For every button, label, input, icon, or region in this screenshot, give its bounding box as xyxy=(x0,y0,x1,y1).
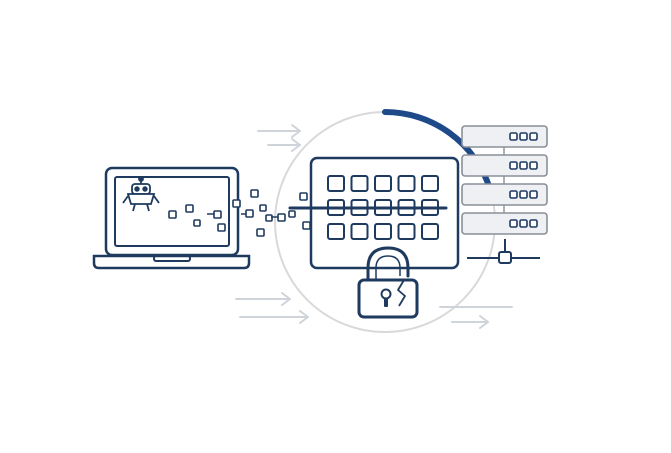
motion-arrow-icon xyxy=(257,124,301,152)
server-unit-body xyxy=(461,212,548,235)
server-led xyxy=(519,161,528,170)
server-led xyxy=(529,132,538,141)
data-packet xyxy=(213,210,222,219)
server-led xyxy=(529,190,538,199)
server-led xyxy=(519,132,528,141)
data-packet xyxy=(250,189,259,198)
ring-progress-arc xyxy=(272,109,498,335)
server-led xyxy=(509,132,518,141)
data-packet xyxy=(265,214,273,222)
data-packet xyxy=(302,221,311,230)
server-led xyxy=(509,219,518,228)
data-packets xyxy=(168,189,311,237)
server-rack-icon xyxy=(461,125,548,235)
motion-arrow-icon xyxy=(439,306,513,329)
robot-bot-icon xyxy=(122,176,160,212)
server-unit xyxy=(461,212,548,235)
keypad-key xyxy=(397,175,416,192)
server-led xyxy=(519,190,528,199)
keypad-key xyxy=(374,223,392,240)
padlock-crack xyxy=(397,279,406,307)
keypad-key xyxy=(350,175,369,192)
keypad-key xyxy=(421,175,439,192)
data-packet xyxy=(259,204,267,212)
keypad-key xyxy=(350,223,369,240)
server-led xyxy=(529,219,538,228)
server-led xyxy=(509,190,518,199)
data-packet xyxy=(185,204,194,213)
server-network-link xyxy=(467,239,540,264)
keypad-key xyxy=(397,223,416,240)
broken-padlock-icon xyxy=(357,246,419,319)
laptop-trackpad-notch xyxy=(153,255,191,262)
data-packet xyxy=(232,199,241,208)
data-packet xyxy=(168,210,177,219)
keypad-key xyxy=(421,223,439,240)
motion-arrow-icon xyxy=(235,292,309,324)
keypad-key xyxy=(327,223,345,240)
data-packet xyxy=(193,219,201,227)
keypad-key xyxy=(327,175,345,192)
padlock-shackle-inner xyxy=(375,255,401,283)
data-packet xyxy=(288,210,296,218)
server-unit xyxy=(461,125,548,148)
padlock-keyhole-stem xyxy=(384,298,388,307)
server-led xyxy=(529,161,538,170)
data-packet xyxy=(299,192,308,201)
motion-arrow-icon xyxy=(235,124,513,329)
server-led xyxy=(509,161,518,170)
keypad-key xyxy=(374,175,392,192)
data-packet xyxy=(245,209,254,218)
server-unit xyxy=(461,183,548,206)
data-packet xyxy=(277,213,286,222)
server-led xyxy=(519,219,528,228)
data-packet xyxy=(256,228,265,237)
padlock-shackle xyxy=(366,246,410,285)
server-unit xyxy=(461,154,548,177)
keypad-grid-icon xyxy=(288,156,460,270)
padlock-keyhole xyxy=(380,288,392,300)
data-packet xyxy=(217,223,226,232)
